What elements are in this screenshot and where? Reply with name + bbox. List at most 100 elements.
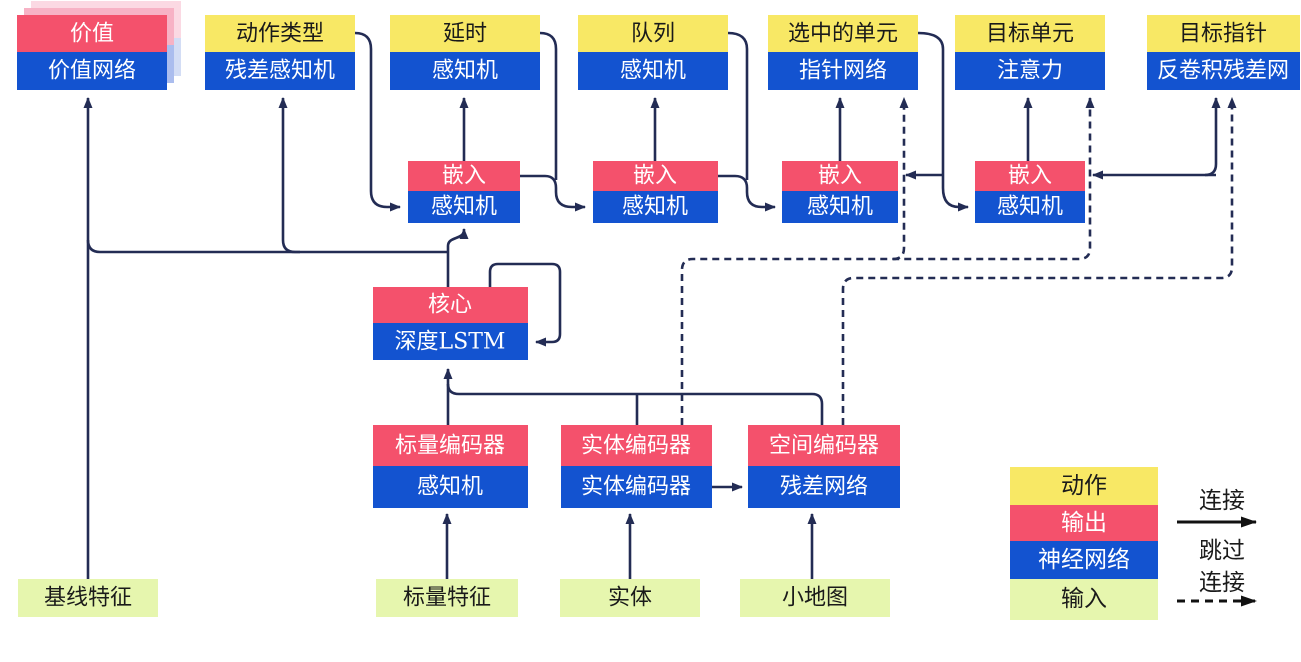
target-unit-box: [955, 15, 1105, 52]
spatial-encoder-network-box: [748, 466, 900, 508]
node-embedding1: 嵌入 感知机: [408, 161, 520, 223]
legend: 动作 输出 神经网络 输入 连接 跳过 连接: [1010, 467, 1257, 620]
entity-encoder-label: 实体编码器: [581, 434, 691, 459]
embedding3-network-box: [782, 191, 898, 223]
node-value: 价值 价值网络: [17, 1, 181, 90]
node-entity-encoder: 实体编码器 实体编码器: [561, 425, 712, 508]
scalar-encoder-label: 标量编码器: [395, 434, 505, 459]
target-unit-label: 目标单元: [986, 22, 1074, 47]
baseline-features-box: [18, 579, 158, 617]
spatial-encoder-network-label: 残差网络: [780, 475, 868, 500]
skip-entity-to-selected-units: [892, 97, 909, 261]
target-pointer-box: [1147, 15, 1300, 52]
target-pointer-network-box: [1147, 52, 1300, 90]
node-embedding4: 嵌入 感知机: [975, 161, 1085, 223]
embedding3-label: 嵌入: [818, 164, 862, 189]
input-entities: 实体: [560, 579, 700, 617]
connector-action-type-to-embedding1: [354, 31, 401, 212]
scalar-encoder-network-label: 感知机: [417, 475, 483, 500]
embedding4-network-label: 感知机: [997, 195, 1063, 220]
skip-spatial-to-target-pointer: [841, 97, 1237, 425]
node-core: 核心 深度LSTM: [373, 287, 528, 360]
queue-network-label: 感知机: [620, 59, 686, 84]
input-scalar-features: 标量特征: [376, 579, 518, 617]
legend-input-label: 输入: [1061, 586, 1107, 612]
legend-action-label: 动作: [1061, 473, 1107, 499]
skip-entity-to-target-unit: [680, 97, 1095, 425]
embedding1-box: [408, 161, 520, 191]
scalar-encoder-box: [373, 425, 528, 466]
embedding1-network-box: [408, 191, 520, 223]
legend-output-swatch: [1010, 505, 1158, 541]
value-output-box: [17, 15, 167, 52]
node-embedding3: 嵌入 感知机: [782, 161, 898, 223]
core-network-label: 深度LSTM: [395, 330, 506, 355]
value-label: 价值: [70, 22, 114, 47]
node-target-unit: 目标单元 注意力: [955, 15, 1105, 90]
node-queue: 队列 感知机: [578, 15, 728, 90]
core-network-box: [373, 323, 528, 360]
embedding2-label: 嵌入: [633, 164, 677, 189]
action-type-label: 动作类型: [236, 22, 324, 47]
embedding4-label: 嵌入: [1008, 164, 1052, 189]
selected-units-label: 选中的单元: [788, 22, 898, 47]
connector-core-branch-left: [86, 239, 448, 254]
delay-network-box: [390, 52, 540, 90]
node-action-type: 动作类型 残差感知机: [205, 15, 355, 90]
value-network-label: 价值网络: [48, 59, 136, 84]
entity-encoder-network-label: 实体编码器: [581, 475, 691, 500]
spatial-encoder-box: [748, 425, 900, 466]
embedding4-network-box: [975, 191, 1085, 223]
connector-embedding1-to-embedding2: [520, 174, 586, 212]
legend-action-swatch: [1010, 467, 1158, 505]
queue-label: 队列: [631, 22, 675, 47]
entities-label: 实体: [608, 586, 652, 611]
value-network-box: [17, 52, 167, 90]
legend-connection-label: 连接: [1199, 488, 1245, 514]
delay-label: 延时: [443, 22, 487, 47]
legend-output-label: 输出: [1061, 510, 1107, 536]
connector-queue-drop: [727, 31, 749, 180]
scalar-features-label: 标量特征: [403, 586, 491, 611]
action-type-network-box: [205, 52, 355, 90]
embedding2-box: [593, 161, 718, 191]
selected-units-box: [768, 15, 918, 52]
selected-units-network-box: [768, 52, 918, 90]
core-label: 核心: [428, 293, 472, 318]
entities-box: [560, 579, 700, 617]
connector-embedding2-to-embedding3: [718, 174, 776, 212]
embedding1-network-label: 感知机: [431, 195, 497, 220]
spatial-encoder-label: 空间编码器: [769, 434, 879, 459]
node-delay: 延时 感知机: [390, 15, 540, 90]
connector-core-to-action-type: [278, 97, 300, 254]
input-baseline-features: 基线特征: [18, 579, 158, 617]
scalar-features-box: [376, 579, 518, 617]
node-scalar-encoder: 标量编码器 感知机: [373, 425, 528, 508]
embedding2-network-box: [593, 191, 718, 223]
scalar-encoder-network-box: [373, 466, 528, 508]
action-type-network-label: 残差感知机: [225, 59, 335, 84]
connector-core-to-embedding1: [446, 228, 469, 252]
connector-encoders-collector: [446, 383, 824, 425]
baseline-features-label: 基线特征: [44, 586, 132, 611]
action-type-box: [205, 15, 355, 52]
legend-skip-label-line1: 跳过: [1199, 538, 1245, 564]
legend-network-label: 神经网络: [1038, 547, 1130, 573]
connector-corner-to-target-pointer: [1204, 97, 1221, 177]
entity-encoder-network-box: [561, 466, 712, 508]
node-target-pointer: 目标指针 反卷积残差网: [1147, 15, 1300, 90]
target-pointer-network-label: 反卷积残差网: [1157, 59, 1289, 84]
legend-skip-label-line2: 连接: [1199, 570, 1245, 596]
embedding3-box: [782, 161, 898, 191]
queue-network-box: [578, 52, 728, 90]
core-box: [373, 287, 528, 323]
selected-units-network-label: 指针网络: [799, 59, 887, 84]
target-pointer-label: 目标指针: [1179, 22, 1267, 47]
delay-box: [390, 15, 540, 52]
target-unit-network-box: [955, 52, 1105, 90]
legend-network-swatch: [1010, 541, 1158, 579]
connector-core-self-loop: [488, 262, 562, 347]
connectors: [83, 31, 1237, 579]
